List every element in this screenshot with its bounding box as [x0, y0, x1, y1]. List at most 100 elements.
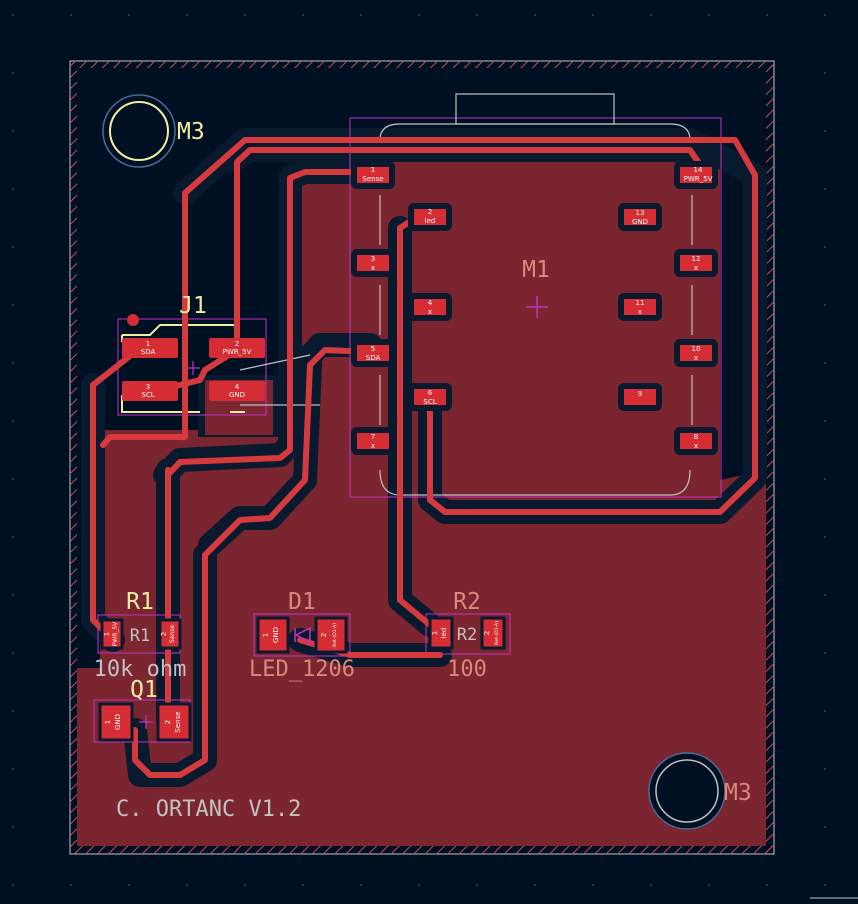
pad-net: Sense — [174, 711, 182, 732]
track-gnd-q1 — [132, 552, 208, 778]
r2-fab-label: R2 — [457, 625, 477, 645]
m1-pad-3 — [351, 249, 395, 277]
pad-number: 2 — [164, 720, 172, 724]
m1-pad-11 — [618, 293, 662, 321]
pad-number: 1 — [103, 632, 111, 636]
m1-pad-12 — [674, 249, 718, 277]
r2-value-label: 100 — [447, 657, 487, 682]
track-pwr5v — [234, 147, 708, 353]
j1-label: J1 — [179, 293, 207, 319]
pad-net: Net-(D1-A) — [494, 621, 500, 645]
pad-number: 2 — [160, 632, 168, 636]
track-j1-pwr — [100, 190, 188, 448]
pad-number: 12 — [692, 255, 701, 263]
d1-courtyard — [253, 613, 351, 657]
r2-footprint[interactable]: 1 led 2 Net-(D1-A) R2 — [428, 616, 506, 650]
r2-courtyard — [425, 613, 511, 655]
m1-footprint[interactable]: 1 Sense 2 led 3 x 4 x 5 SDA 6 SCL 7 x 8 … — [351, 161, 718, 455]
pad-net: GND — [632, 218, 648, 226]
pad-number: 1 — [431, 631, 439, 635]
mounting-hole-bottom[interactable] — [648, 752, 726, 830]
j1-pad-3 — [122, 381, 178, 401]
pad-number: 1 — [262, 633, 270, 637]
pad-number: 9 — [638, 390, 642, 398]
m3-top-label: M3 — [177, 119, 205, 145]
m1-pad-1 — [351, 161, 395, 189]
pad-net: GND — [272, 627, 280, 643]
d1-footprint[interactable]: 1 GND 2 Net-(D1-A) — [256, 616, 348, 654]
r2-pad-1 — [428, 616, 454, 650]
m1-pad-10 — [674, 339, 718, 367]
track-led — [397, 225, 433, 628]
drawing-outlines — [239, 93, 693, 496]
m1-label: M1 — [522, 257, 550, 283]
pad-net: Sense — [362, 175, 383, 183]
pad-net: x — [638, 308, 642, 316]
r1-footprint[interactable]: 1 PWR_5V 2 Sense R1 — [100, 618, 182, 650]
diode-symbol-icon — [294, 626, 311, 644]
m1-pad-2 — [408, 203, 452, 231]
m1-pads[interactable] — [351, 161, 718, 455]
pad-net: PWR_5V — [112, 621, 119, 647]
track-scl — [427, 137, 758, 515]
pad-net: x — [371, 264, 375, 272]
pad-number: 14 — [694, 166, 703, 174]
q1-footprint[interactable]: 1 GND 2 Sense — [98, 702, 192, 742]
pad-net: SCL — [141, 391, 154, 399]
mounting-hole-top[interactable] — [102, 94, 176, 168]
board-version-text: C. ORTANC V1.2 — [116, 797, 301, 822]
pad-number: 11 — [636, 299, 645, 307]
pad-number: 1 — [146, 340, 150, 348]
j1-pads[interactable] — [122, 338, 265, 401]
pad-net: SDA — [366, 354, 381, 362]
j1-footprint[interactable]: 1 SDA 2 PWR_5V 3 SCL 4 GND — [122, 338, 265, 401]
pad-number: 10 — [692, 345, 701, 353]
pad-net: PWR_5V — [684, 175, 713, 183]
pad-net: GND — [114, 714, 122, 730]
pad-number: 3 — [146, 383, 150, 391]
m1-pad-labels: 1 Sense 2 led 3 x 4 x 5 SDA 6 SCL 7 x 8 … — [362, 166, 712, 450]
d1-pad-2 — [314, 616, 348, 654]
d1-label: D1 — [288, 589, 316, 615]
q1-label: Q1 — [130, 677, 158, 703]
pad-net: SDA — [141, 348, 156, 356]
track-sda — [202, 347, 373, 558]
pad-net: SCL — [423, 398, 436, 406]
pad-net: x — [428, 308, 432, 316]
m3-bottom-label: M3 — [724, 780, 752, 806]
r1-value-label: 10k ohm — [94, 657, 187, 682]
pad-number: 6 — [428, 389, 433, 397]
pad-number: 2 — [483, 631, 491, 635]
pad-net: x — [694, 264, 698, 272]
pad-number: 8 — [694, 433, 698, 441]
j1-pad-4 — [209, 381, 265, 401]
pad-number: 1 — [371, 166, 375, 174]
silkscreen-labels: M3 M3 M1 J1 R1 10k ohm Q1 D1 LED_1206 R2… — [94, 119, 752, 822]
pad-net: PWR_5V — [223, 348, 252, 356]
pad-net: x — [371, 442, 375, 450]
pad-net: GND — [229, 391, 245, 399]
j1-anchor-cross-icon — [186, 361, 200, 375]
pad-number: 2 — [428, 208, 432, 216]
m1-pad-6 — [408, 383, 452, 411]
r1-label: R1 — [126, 589, 154, 615]
q1-pad-1 — [98, 702, 134, 742]
m1-pad-8 — [674, 427, 718, 455]
m1-courtyard — [349, 117, 722, 498]
pad-number: 13 — [636, 209, 645, 217]
pad-net: x — [694, 354, 698, 362]
pad-number: 2 — [320, 633, 328, 637]
j1-pin1-marker — [127, 314, 139, 326]
pad-number: 4 — [235, 383, 240, 391]
pad-number: 3 — [371, 255, 375, 263]
pad-number: 2 — [235, 340, 239, 348]
pad-number: 1 — [104, 720, 112, 724]
pad-net: led — [425, 217, 436, 225]
r2-pad-2 — [480, 616, 506, 650]
pad-number: 5 — [371, 345, 375, 353]
q1-pad-2 — [156, 702, 192, 742]
j1-pad-2 — [209, 338, 265, 358]
pad-net: Sense — [169, 625, 176, 643]
r1-pad-2 — [158, 618, 182, 650]
